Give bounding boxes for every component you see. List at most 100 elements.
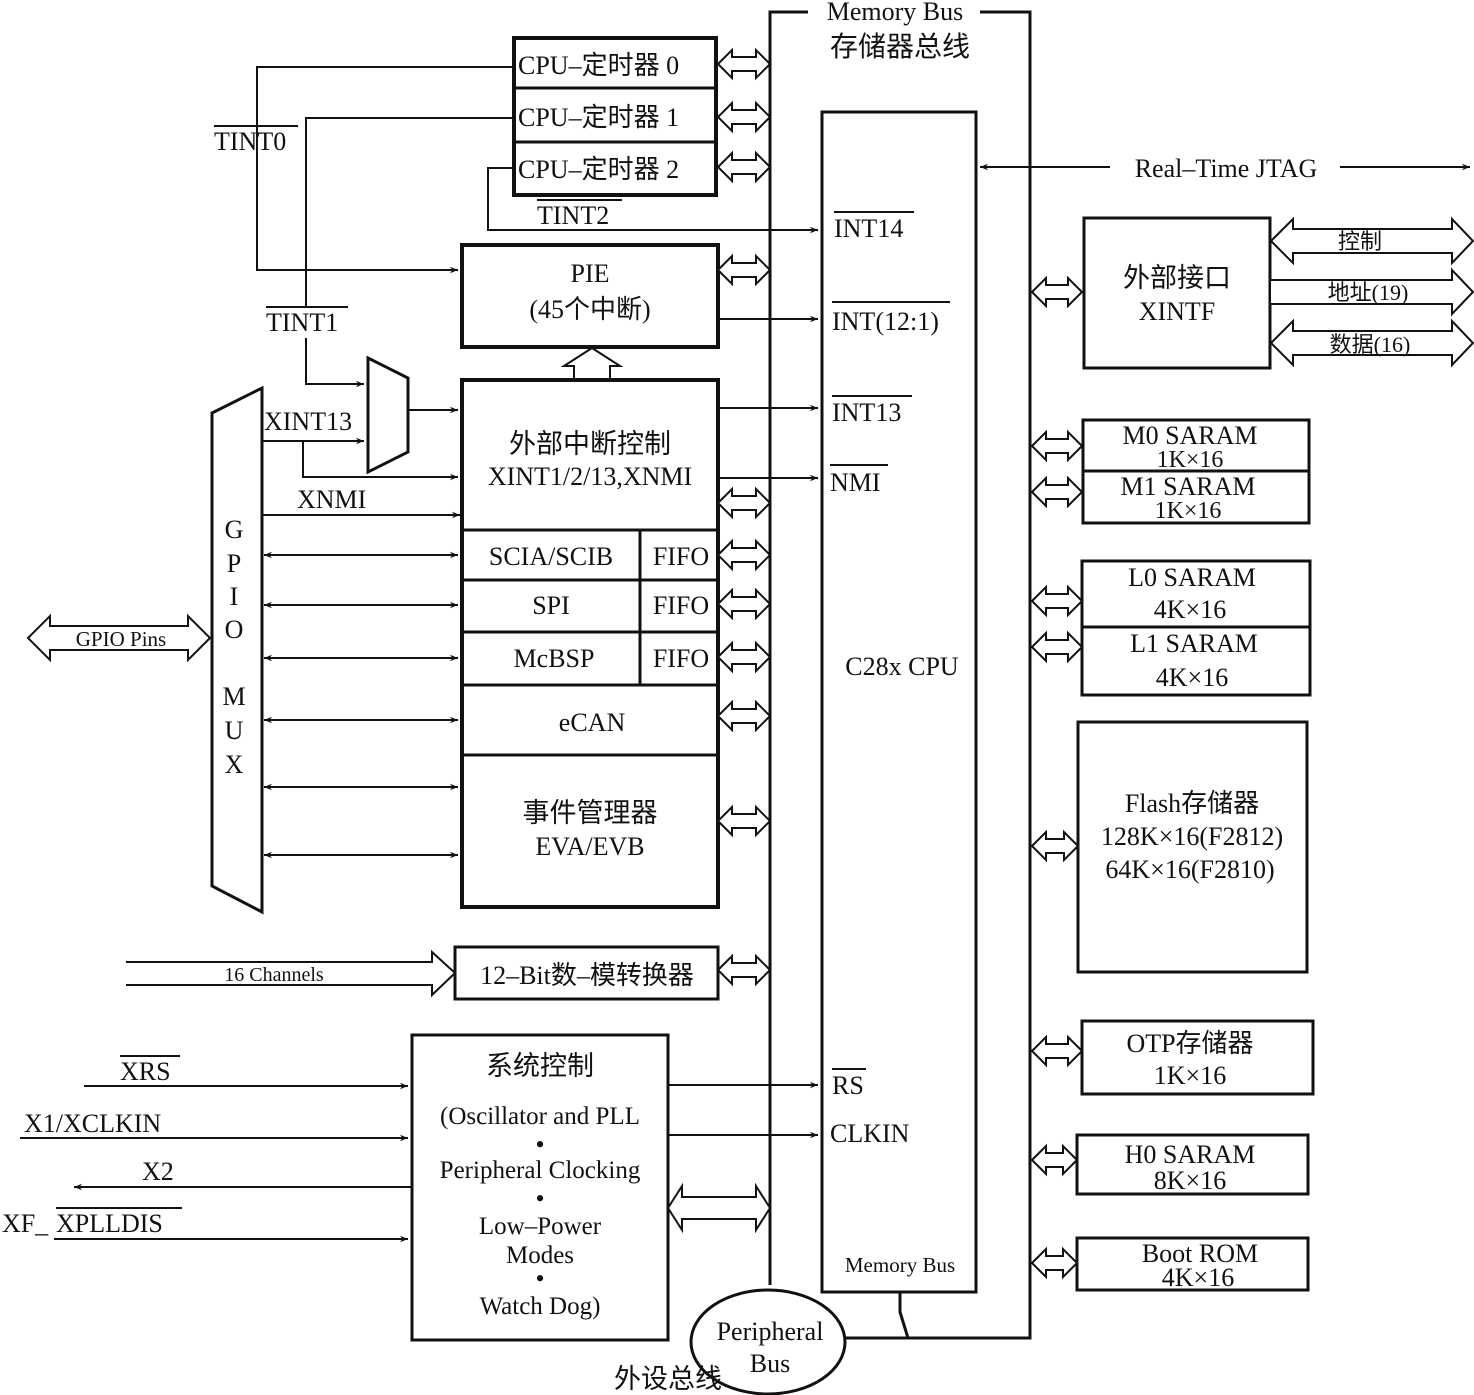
bus-arrows <box>666 47 1084 1280</box>
mem-l1-size: 4K×16 <box>1156 663 1228 692</box>
xintf-data-bus <box>1269 318 1474 368</box>
bus-arrow-left <box>716 640 772 674</box>
tint2-line <box>487 167 818 234</box>
adc-channels-arrow <box>126 949 457 998</box>
bus-arrow-right <box>1030 1034 1084 1068</box>
cpu-memory-bus-label: Memory Bus <box>845 1253 955 1277</box>
bullet: • <box>535 1184 544 1213</box>
memory-otp <box>1080 1019 1315 1096</box>
xnmi-label: XNMI <box>297 485 366 514</box>
pin-nmi: NMI <box>830 468 881 497</box>
timer-0: CPU–定时器 0 <box>518 51 679 80</box>
ext-int-to-pie-arrow <box>560 346 624 381</box>
tint0-label: TINT0 <box>214 127 286 156</box>
mem-l0-size: 4K×16 <box>1154 595 1226 624</box>
bus-arrow-left <box>716 150 772 184</box>
x2-label: X2 <box>142 1157 174 1186</box>
xintf-address-bus <box>1271 267 1474 317</box>
adc-label: 12–Bit数–模转换器 <box>480 961 694 990</box>
pin-int14: INT14 <box>834 214 903 243</box>
memory-bus-label: Memory Bus <box>827 0 964 26</box>
bus-arrow-left <box>716 953 772 987</box>
pie-title: PIE <box>571 259 610 288</box>
cpu-timers <box>512 36 718 197</box>
xintf-control-label: 控制 <box>1338 229 1382 254</box>
mem-bootrom-name: Boot ROM <box>1142 1239 1258 1268</box>
gpio-mux-letter: M <box>222 682 245 711</box>
xintf-block <box>1082 216 1272 370</box>
periph-ecan: eCAN <box>559 708 626 737</box>
pin-int12-1: INT(12:1) <box>832 307 939 336</box>
ext-int-title: 外部中断控制 <box>509 429 671 459</box>
gpio-mux-letter: O <box>225 615 244 644</box>
gpio-pins-arrow <box>26 613 212 663</box>
memory-l0-l1 <box>1080 559 1312 697</box>
bus-arrow-left <box>716 486 772 520</box>
pie-subtitle: (45个中断) <box>529 295 650 324</box>
bus-arrow-left <box>716 699 772 733</box>
peripheral-bus-line2: Bus <box>750 1349 790 1378</box>
mem-otp-name: OTP存储器 <box>1126 1029 1253 1058</box>
gpio-mux <box>210 385 264 915</box>
mem-otp-size: 1K×16 <box>1154 1061 1226 1090</box>
gpio-mux-letter: U <box>225 716 244 745</box>
periph-sci-fifo: FIFO <box>653 542 709 571</box>
pie-block <box>460 243 720 349</box>
memory-h0 <box>1075 1133 1310 1196</box>
adc-block <box>453 945 720 1001</box>
memory-bus-frame <box>768 10 1032 1340</box>
mem-m1-name: M1 SARAM <box>1120 472 1255 501</box>
bus-arrow-left <box>716 587 772 621</box>
xintf-subtitle: XINTF <box>1139 297 1216 326</box>
gpio-mux-letter: X <box>225 750 244 779</box>
timer-1: CPU–定时器 1 <box>518 103 679 132</box>
event-manager-title: 事件管理器 <box>523 798 658 828</box>
bus-arrow-right <box>1030 829 1080 863</box>
peripheral-bus-ellipse <box>689 1288 847 1395</box>
periph-sci: SCIA/SCIB <box>489 542 613 571</box>
sys-ctrl-item: Modes <box>506 1242 574 1269</box>
pin-rs: RS <box>832 1071 864 1100</box>
xint13-label: XINT13 <box>264 407 352 436</box>
tint2-label: TINT2 <box>537 201 609 230</box>
bus-arrow-left <box>716 100 772 134</box>
timer-2: CPU–定时器 2 <box>518 155 679 184</box>
peripheral-stack <box>460 378 720 909</box>
adc-channels-label: 16 Channels <box>224 964 324 986</box>
bus-arrow-right <box>1030 1246 1079 1280</box>
xrs-label: XRS <box>120 1057 171 1086</box>
pin-clkin: CLKIN <box>830 1119 910 1148</box>
pin-int13: INT13 <box>832 398 901 427</box>
bus-arrow-left <box>716 804 772 838</box>
bus-arrow-right <box>1030 475 1084 509</box>
xintf-control-bus <box>1269 216 1474 266</box>
gpio-mux-letters: G P I O M U X <box>222 515 245 779</box>
periph-spi-fifo: FIFO <box>653 591 709 620</box>
xf-label-prefix: XF_ <box>2 1209 49 1238</box>
gpio-mux-letter: G <box>225 515 244 544</box>
peripheral-bus-label-cn: 外设总线 <box>614 1364 722 1394</box>
sys-ctrl-item: Watch Dog) <box>480 1293 601 1320</box>
bus-arrow-right <box>1030 1143 1079 1177</box>
xint13-mux <box>366 355 410 475</box>
gpio-pins-label: GPIO Pins <box>76 627 166 651</box>
peripheral-bus-line1: Peripheral <box>717 1317 824 1346</box>
memory-flash <box>1076 720 1309 974</box>
sys-ctrl-item: (Oscillator and PLL <box>440 1103 640 1130</box>
sys-ctrl-item: Low–Power <box>479 1213 602 1240</box>
bus-arrow-right <box>1030 584 1084 618</box>
x1-label: X1/XCLKIN <box>24 1109 161 1138</box>
sys-ctrl-item: Peripheral Clocking <box>440 1157 641 1184</box>
periph-mcbsp: McBSP <box>514 644 595 673</box>
bullet: • <box>535 1264 544 1293</box>
bus-arrow-left <box>716 253 772 287</box>
mem-h0-name: H0 SARAM <box>1125 1140 1256 1169</box>
cpu-block <box>820 110 978 1294</box>
xf-label: XPLLDIS <box>56 1209 163 1238</box>
memory-boot-rom <box>1075 1236 1310 1292</box>
xintf-title: 外部接口 <box>1123 263 1231 293</box>
bus-arrow-right <box>1030 275 1084 309</box>
periph-mcbsp-fifo: FIFO <box>653 644 709 673</box>
mem-l0-name: L0 SARAM <box>1128 563 1256 592</box>
